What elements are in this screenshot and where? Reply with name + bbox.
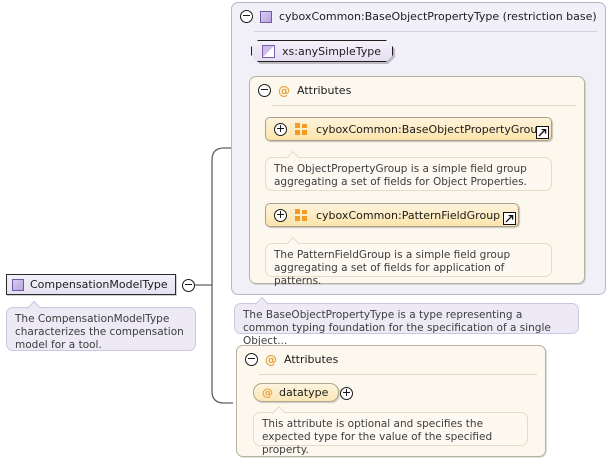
attribute-group-label: cyboxCommon:PatternFieldGroup	[316, 208, 501, 222]
inner-attributes-header[interactable]: @ Attributes	[258, 84, 351, 97]
restriction-base-annotation-note: The BaseObjectPropertyType is a type rep…	[234, 296, 579, 347]
at-sign-icon: @	[265, 352, 277, 367]
attribute-annotation-note: This attribute is optional and specifies…	[253, 405, 528, 456]
attribute-group-annotation-text: The ObjectPropertyGroup is a simple fiel…	[274, 163, 527, 188]
root-collapse-toggle-wrap[interactable]	[182, 279, 195, 295]
collapse-toggle-icon[interactable]	[182, 279, 195, 292]
attribute-group-icon	[295, 209, 308, 221]
expand-toggle-icon[interactable]	[340, 387, 353, 400]
attribute-group-annotation-text: The PatternFieldGroup is a simple field …	[274, 249, 511, 287]
simple-type-box[interactable]: xs:anySimpleType	[251, 40, 393, 62]
attribute-annotation-text: This attribute is optional and specifies…	[262, 418, 493, 456]
header-divider	[254, 31, 597, 32]
at-sign-icon: @	[262, 386, 273, 399]
attribute-group-box-pattern-field-group[interactable]: cyboxCommon:PatternFieldGroup	[265, 203, 519, 227]
at-sign-icon: @	[278, 83, 290, 98]
restriction-base-header[interactable]: cyboxCommon:BaseObjectPropertyType (rest…	[240, 10, 597, 23]
attribute-group-icon	[295, 123, 308, 135]
root-complex-type-box[interactable]: CompensationModelType	[6, 274, 176, 295]
complex-type-icon	[12, 278, 24, 291]
attribute-group-annotation-note: The ObjectPropertyGroup is a simple fiel…	[265, 150, 552, 191]
attribute-group-label: cyboxCommon:BaseObjectPropertyGroup	[316, 122, 545, 136]
external-link-icon[interactable]	[503, 212, 516, 225]
inner-attributes-title: Attributes	[297, 84, 352, 97]
root-annotation-text: The CompensationModelType characterizes …	[15, 313, 184, 351]
header-divider	[272, 105, 576, 106]
root-type-label: CompensationModelType	[30, 278, 168, 291]
complex-type-icon	[260, 10, 272, 23]
restriction-base-title: cyboxCommon:BaseObjectPropertyType (rest…	[279, 10, 597, 23]
simple-type-label: xs:anySimpleType	[282, 44, 381, 58]
root-annotation-note: The CompensationModelType characterizes …	[6, 300, 196, 351]
attribute-group-box-base-object-property-group[interactable]: cyboxCommon:BaseObjectPropertyGroup	[265, 117, 552, 141]
attribute-pill-datatype[interactable]: @ datatype	[253, 383, 340, 402]
header-divider	[259, 374, 537, 375]
expand-toggle-icon[interactable]	[274, 122, 287, 136]
simple-type-icon	[262, 45, 275, 58]
attribute-group-annotation-note: The PatternFieldGroup is a simple field …	[265, 236, 552, 287]
attribute-label: datatype	[279, 386, 329, 399]
collapse-toggle-icon[interactable]	[240, 10, 253, 23]
external-link-icon[interactable]	[536, 126, 549, 139]
collapse-toggle-icon[interactable]	[245, 353, 258, 366]
attributes-header[interactable]: @ Attributes	[245, 353, 338, 366]
collapse-toggle-icon[interactable]	[258, 84, 271, 97]
expand-toggle-icon[interactable]	[274, 208, 287, 222]
restriction-base-annotation-text: The BaseObjectPropertyType is a type rep…	[243, 309, 551, 347]
attributes-title: Attributes	[284, 353, 339, 366]
